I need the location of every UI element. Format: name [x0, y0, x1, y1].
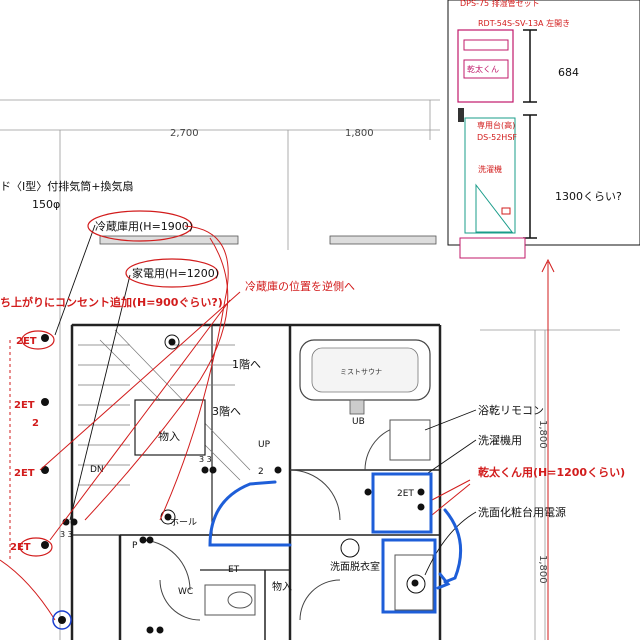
et2-a: 2ET: [16, 336, 37, 347]
p-label: P: [132, 541, 138, 551]
elevation-top-label: DPS-75 排湿管セット: [460, 0, 540, 8]
tub-label: ミストサウナ: [340, 368, 382, 376]
storage-label: 物入: [158, 429, 180, 443]
callout-leaders: [424, 409, 477, 576]
appliance-outlet-label: 家電用(H=1200): [132, 266, 219, 280]
c2-label: 2: [258, 467, 264, 477]
wc-label: WC: [178, 587, 193, 597]
dimension-lines: [0, 99, 620, 640]
up-label: UP: [258, 440, 271, 450]
dimension-top-right: 1,800: [345, 128, 374, 139]
hatched-beams: [99, 235, 437, 245]
marker-dot: [58, 616, 66, 624]
et-plan-label: 2ET: [397, 489, 414, 499]
red-ovals: [19, 210, 219, 557]
blue-highlights: [208, 472, 463, 614]
elevation-stand-label: 専用台(高): [477, 120, 515, 130]
red-sketch-lines: [0, 225, 555, 640]
elevation-stand-model: DS-52HSF: [477, 133, 517, 142]
et2-d: 2ET: [10, 542, 31, 553]
fridge-outlet-label: 冷蔵庫用(H=1900): [95, 219, 193, 233]
bathtub: [299, 339, 431, 415]
c2b: 2: [32, 418, 39, 429]
elevation-dryer-label: 乾太くん: [467, 64, 499, 74]
dimension-side-lower: 1,800: [537, 555, 548, 584]
stairs-to-1f-label: 1階へ: [232, 357, 261, 371]
outlet-symbols: [41, 334, 425, 634]
ub-label: UB: [352, 417, 365, 427]
add-outlet-note: ち上がりにコンセント追加(H=900ぐらい?): [0, 295, 223, 309]
duct-label: 150φ: [32, 198, 60, 211]
washer-outlet-label: 洗濯機用: [478, 433, 522, 447]
bathroom-label: 洗面脱衣室: [330, 560, 380, 573]
toilet: [204, 584, 256, 616]
fan-label: ド〈Ⅰ型〉付排気筒+換気扇: [0, 179, 133, 193]
c33b-label: 3 3: [60, 530, 73, 539]
remote-label: 浴乾リモコン: [478, 404, 544, 417]
et2-b: 2ET: [14, 400, 35, 411]
storage2-label: 物入: [272, 580, 292, 593]
elevation-washer-label: 洗濯機: [478, 164, 502, 174]
vanity-power-label: 洗面化粧台用電源: [478, 505, 566, 519]
stairs-to-3f-label: 3階へ: [212, 404, 241, 418]
dn-label: DN: [90, 465, 104, 475]
blue-circle-marker: [52, 610, 72, 630]
et-wc-label: ET: [228, 565, 240, 575]
elevation-model-label: RDT-54S-SV-13A 左開き: [478, 18, 570, 28]
fridge-reverse-note: 冷蔵庫の位置を逆側へ: [245, 279, 355, 293]
plan-leaders: [54, 224, 131, 521]
et2-c: 2ET: [14, 468, 35, 479]
hall-label: ホール: [170, 517, 197, 528]
elevation-inset: [447, 0, 640, 259]
storage-box: [134, 399, 206, 456]
walls: [70, 323, 442, 640]
dryer-outlet-note: 乾太くん用(H=1200くらい): [478, 465, 625, 479]
dimension-side-upper: 1,800: [537, 420, 548, 449]
elevation-height-lower: 1300くらい?: [555, 190, 622, 203]
washer-box: [389, 419, 431, 461]
elevation-height-upper: 684: [558, 66, 579, 79]
c33-label: 3 3: [199, 455, 212, 464]
dimension-top-left: 2,700: [170, 128, 199, 139]
